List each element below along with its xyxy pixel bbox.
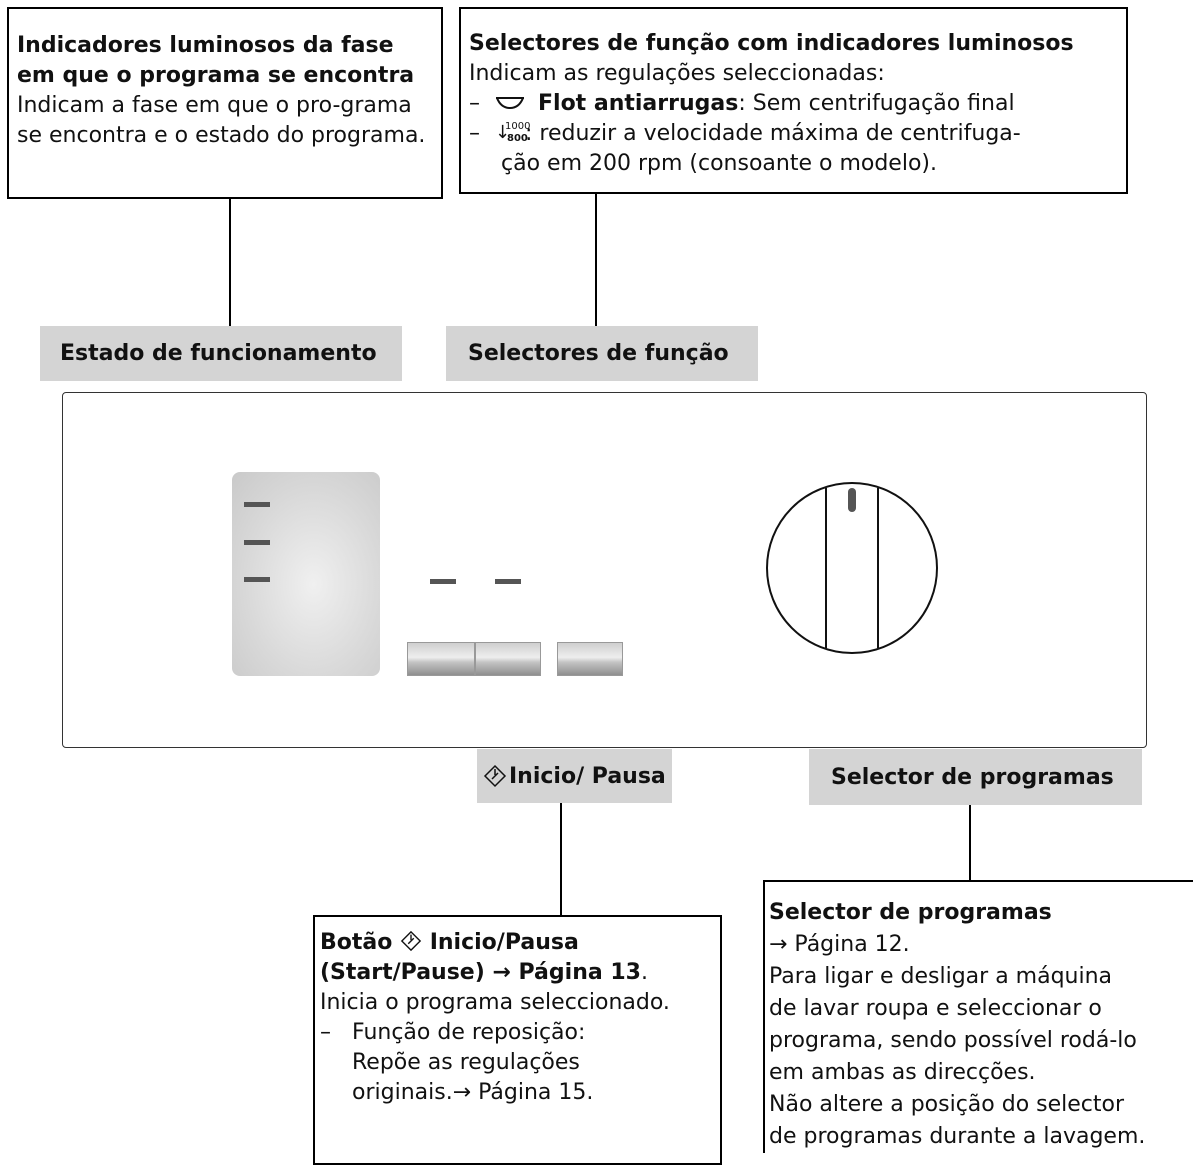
spin-800-label: 800: [507, 133, 528, 144]
label-start-pause-text: Inicio/ Pausa: [509, 763, 666, 789]
label-program-selector-text: Selector de programas: [831, 764, 1114, 790]
function-selectors-title: Selectores de função com indicadores lum…: [469, 31, 1074, 56]
program-selector-callout: Selector de programas → Página 12. Para …: [769, 897, 1193, 1153]
start-pause-icon: [483, 764, 507, 788]
label-function-selectors-text: Selectores de função: [468, 341, 729, 366]
reset-item: –Função de reposição:: [320, 1018, 715, 1048]
label-program-selector: Selector de programas: [809, 749, 1142, 805]
program-selector-title: Selector de programas: [769, 900, 1052, 925]
anti-crease-label: Flot antiarrugas: [538, 91, 739, 116]
program-selector-knob[interactable]: [764, 480, 940, 656]
function-led-1: [430, 579, 456, 584]
start-pause-title-ref: (Start/Pause) → Página 13: [320, 960, 641, 985]
connector-line: [969, 805, 971, 881]
start-pause-title-a: Botão: [320, 930, 393, 955]
reset-item-line1: Função de reposição:: [352, 1020, 586, 1045]
spin-1000-label: 1000: [505, 121, 531, 132]
start-pause-icon: [400, 930, 422, 952]
function-selectors-callout: Selectores de função com indicadores lum…: [459, 7, 1128, 194]
label-operating-state-text: Estado de funcionamento: [60, 341, 377, 366]
label-start-pause: Inicio/ Pausa: [477, 749, 672, 803]
phase-indicators-callout: Indicadores luminosos da fase em que o p…: [7, 7, 443, 199]
connector-line: [595, 194, 597, 326]
start-pause-title-dot: .: [640, 960, 648, 985]
spin-reduction-item: – ↓ 1000 800 : reduzir a velocidade máxi…: [469, 119, 1118, 149]
spin-reduction-desc: : reduzir a velocidade máxima de centrif…: [525, 121, 1021, 146]
function-led-2: [495, 579, 521, 584]
spin-reduction-icon: ↓ 1000 800: [495, 121, 531, 144]
anti-crease-item: – Flot antiarrugas: Sem centrifugação fi…: [469, 89, 1118, 119]
anti-crease-desc: : Sem centrifugação final: [738, 91, 1015, 116]
connector-line: [560, 803, 562, 915]
program-selector-line2: Para ligar e desligar a máquina: [769, 964, 1113, 989]
function-selectors-line1: Indicam as regulações seleccionadas:: [469, 61, 885, 86]
control-panel: [62, 392, 1147, 748]
function-button-anti-crease[interactable]: [407, 642, 475, 676]
function-button-spin-reduction[interactable]: [475, 642, 541, 676]
program-selector-line4: programa, sendo possível rodá-lo: [769, 1028, 1137, 1053]
label-operating-state: Estado de funcionamento: [40, 326, 402, 381]
connector-line: [229, 199, 231, 326]
program-selector-line1: → Página 12.: [769, 932, 910, 957]
anti-crease-icon: [495, 89, 527, 119]
program-selector-line6: Não altere a posição do selector: [769, 1092, 1125, 1117]
start-pause-title: Botão Inicio/Pausa: [320, 928, 715, 958]
start-pause-title-line2: (Start/Pause) → Página 13.: [320, 958, 715, 988]
reset-item-line2: Repõe as regulações: [352, 1050, 580, 1075]
phase-led-2: [244, 540, 270, 545]
start-pause-line1: Inicia o programa seleccionado.: [320, 990, 670, 1015]
phase-led-1: [244, 502, 270, 507]
program-selector-line3: de lavar roupa e seleccionar o: [769, 996, 1102, 1021]
phase-indicators-title: Indicadores luminosos da fase em que o p…: [17, 33, 415, 88]
phase-led-3: [244, 577, 270, 582]
callout-top-border: [763, 880, 1193, 882]
program-selector-line7: de programas durante a lavagem.: [769, 1124, 1146, 1149]
start-pause-button[interactable]: [557, 642, 623, 676]
list-dash: –: [469, 121, 480, 146]
reset-item-line3: originais.→ Página 15.: [352, 1080, 594, 1105]
phase-indicators-body: Indicam a fase em que o pro-grama se enc…: [17, 93, 426, 148]
list-dash: –: [320, 1020, 331, 1045]
start-pause-title-b: Inicio/Pausa: [429, 930, 579, 955]
spin-reduction-desc-cont: ção em 200 rpm (consoante o modelo).: [501, 151, 937, 176]
label-function-selectors: Selectores de função: [446, 326, 758, 381]
program-selector-line5: em ambas as direcções.: [769, 1060, 1036, 1085]
list-dash: –: [469, 91, 480, 116]
start-pause-callout: Botão Inicio/Pausa (Start/Pause) → Págin…: [313, 915, 722, 1165]
callout-left-border: [763, 880, 765, 1153]
